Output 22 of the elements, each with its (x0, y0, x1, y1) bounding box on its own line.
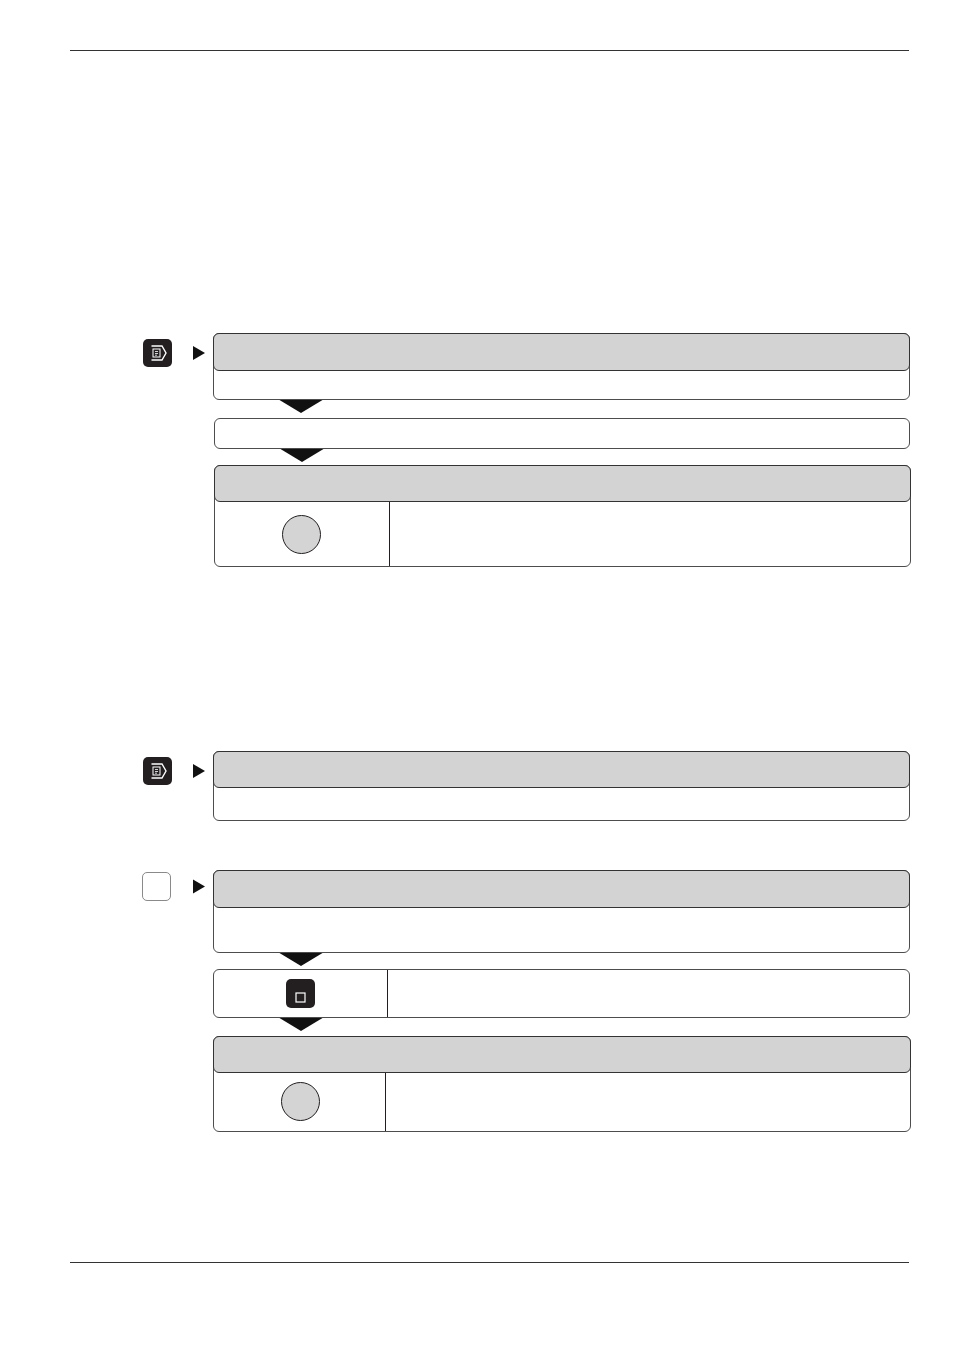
header-bar (213, 870, 910, 908)
header-bar (214, 465, 911, 502)
step-box (213, 1036, 911, 1132)
blank-key-icon (142, 872, 171, 901)
header-bar (213, 333, 910, 371)
arrow (280, 449, 324, 462)
step-box (213, 870, 910, 953)
header-bar (213, 751, 910, 788)
key-icon (143, 339, 172, 367)
arrow (279, 400, 323, 413)
step-box (214, 465, 911, 567)
key-icon (143, 757, 172, 785)
step-box (213, 969, 910, 1018)
step-box (214, 418, 910, 449)
step-box (213, 333, 910, 400)
arrow (193, 879, 205, 894)
arrow (193, 764, 205, 778)
header-bar (213, 1036, 911, 1073)
arrow (193, 346, 205, 360)
arrow (279, 953, 323, 966)
step-box (213, 751, 910, 821)
key-icon (286, 979, 315, 1008)
